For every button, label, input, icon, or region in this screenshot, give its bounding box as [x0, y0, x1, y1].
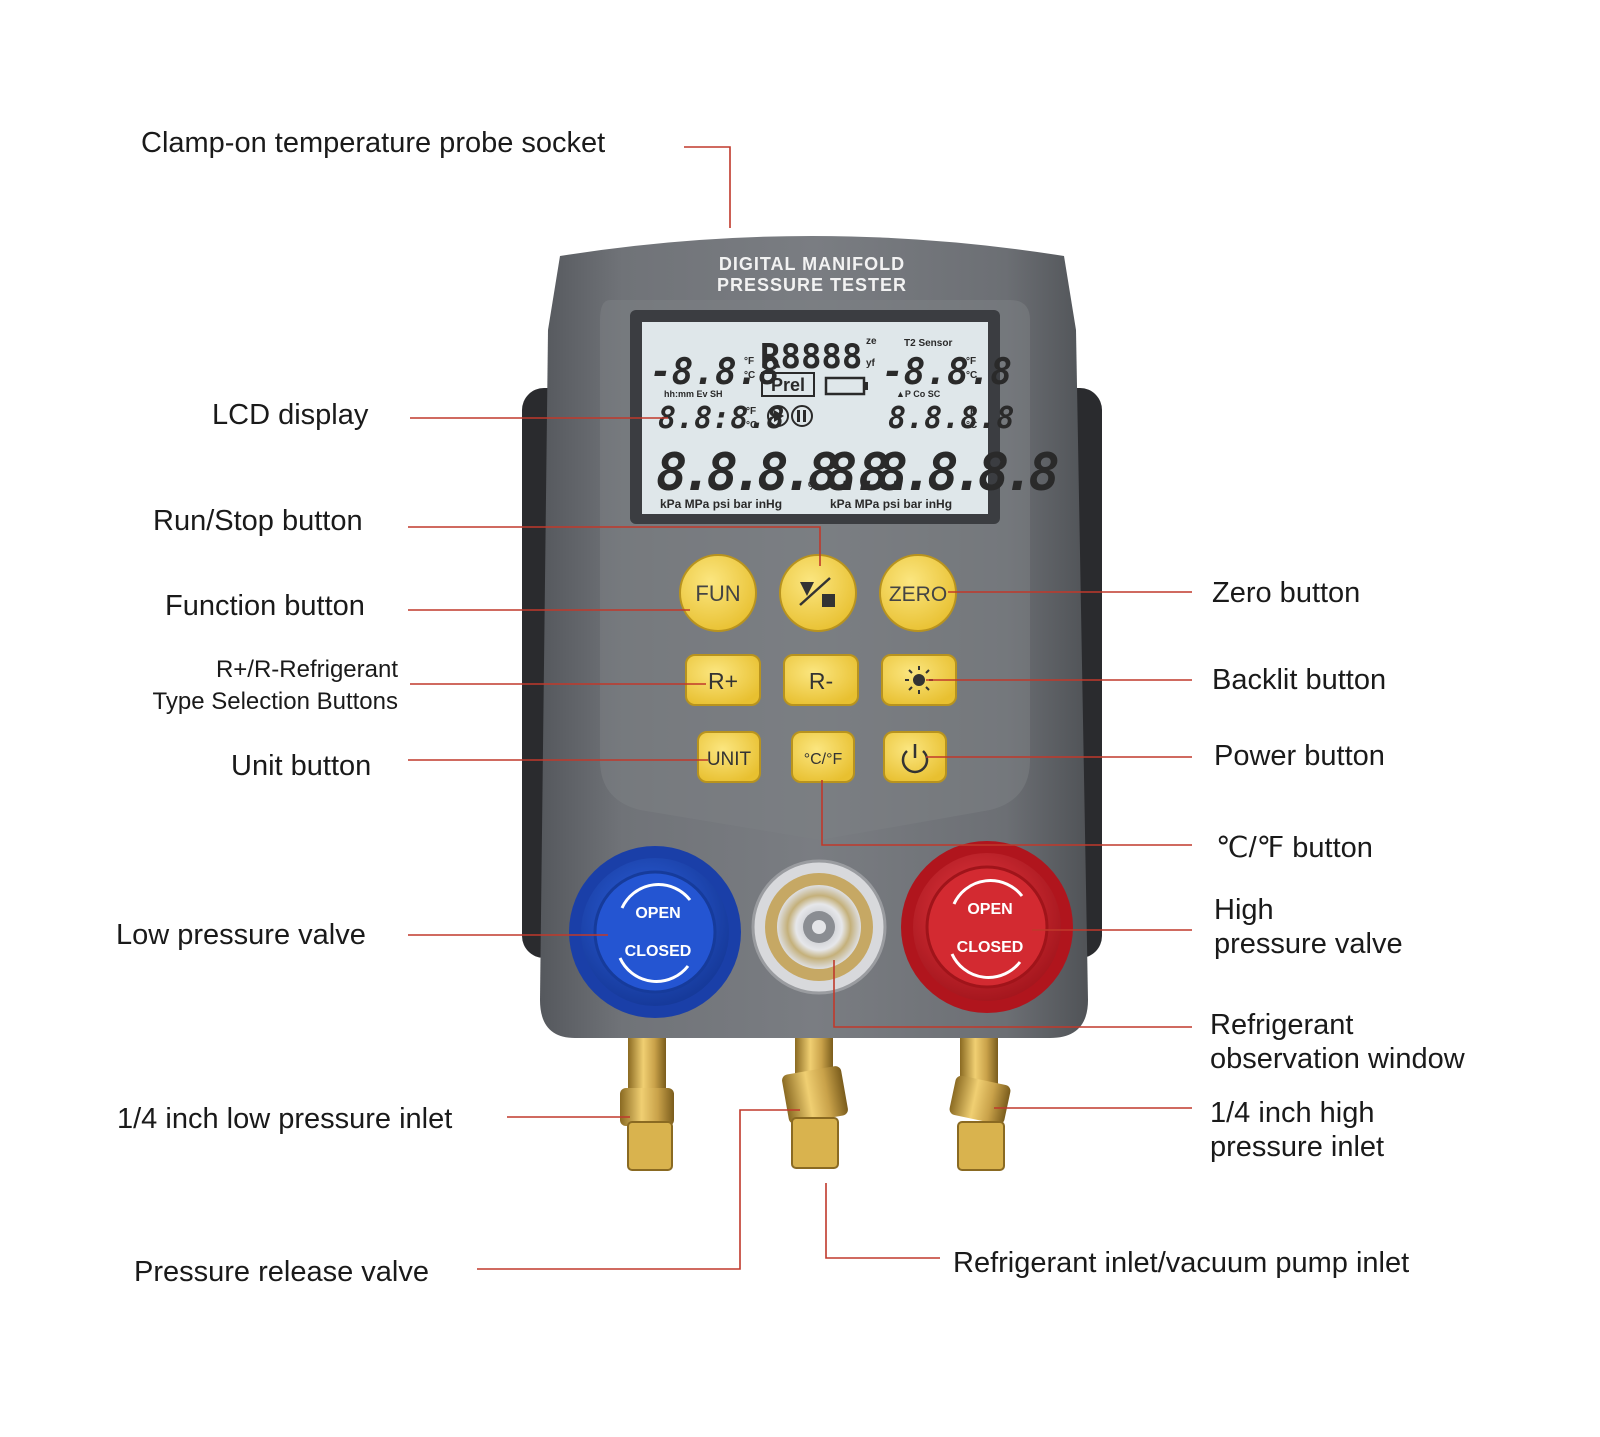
device-title-line1: DIGITAL MANIFOLD — [719, 254, 905, 274]
lcd-right-small-value: 8.8.8.8 — [888, 401, 1014, 436]
lcd-unit-c-2: °C — [966, 370, 977, 381]
label-backlit-button: Backlit button — [1212, 664, 1387, 696]
fun-button-label: FUN — [695, 581, 740, 606]
r-minus-button[interactable]: R- — [783, 654, 859, 706]
high-valve-closed-arrow-icon — [950, 953, 1022, 979]
cf-button-label: °C/°F — [804, 751, 843, 768]
r-minus-button-label: R- — [809, 668, 833, 694]
lcd-right-small-caption: ▲P Co SC — [896, 389, 941, 399]
leader-run-stop — [408, 526, 821, 566]
label-high-inlet: 1/4 inch high pressure inlet — [1210, 1097, 1385, 1163]
unit-button[interactable]: UNIT — [697, 731, 761, 783]
lcd-screen — [642, 322, 988, 514]
zero-button[interactable]: ZERO — [879, 554, 957, 632]
label-low-inlet: 1/4 inch low pressure inlet — [117, 1103, 453, 1135]
label-release-valve: Pressure release valve — [134, 1256, 429, 1288]
battery-icon — [824, 376, 868, 396]
label-unit-button: Unit button — [231, 750, 372, 782]
label-refrigerant-select: R+/R-Refrigerant Type Selection Buttons — [152, 656, 398, 715]
label-run-stop: Run/Stop button — [153, 505, 363, 537]
lcd-unit-c-4: °C — [966, 420, 977, 431]
label-power-button: Power button — [1214, 740, 1385, 772]
lcd-percent: % — [808, 479, 819, 493]
run-stop-icon — [799, 577, 835, 607]
low-valve-closed-label: CLOSED — [625, 943, 692, 960]
low-valve-open-label: OPEN — [635, 905, 680, 922]
lcd-unit-f-2: °F — [966, 356, 976, 367]
fun-button[interactable]: FUN — [679, 554, 757, 632]
lcd-unit-f-1: °F — [744, 356, 754, 367]
leader-cf — [821, 780, 1192, 846]
lcd-prel: Prel — [771, 375, 805, 395]
lcd-left-small-caption: hh:mm Ev SH — [664, 389, 723, 399]
lcd-prel-box — [761, 372, 815, 397]
lcd-top-right-temp: -8.8.8 — [882, 352, 1012, 393]
label-high-valve: High pressure valve — [1214, 894, 1403, 960]
low-valve-closed-arrow-icon — [618, 957, 690, 983]
lcd-unit-f-4: °F — [966, 406, 976, 417]
lcd-unit-f-3: °F — [746, 406, 756, 417]
lcd-unit-c-3: °C — [746, 420, 757, 431]
run-stop-button[interactable] — [779, 554, 857, 632]
low-valve-open-arrow-icon — [620, 883, 692, 909]
r-plus-button-label: R+ — [708, 668, 738, 694]
zero-button-label: ZERO — [889, 583, 947, 606]
lcd-t2-sensor: T2 Sensor — [904, 338, 952, 349]
cf-button[interactable]: °C/°F — [791, 731, 855, 783]
label-observation-window: Refrigerant observation window — [1210, 1009, 1465, 1075]
play-pause-icon — [767, 405, 813, 427]
label-zero-button: Zero button — [1212, 577, 1361, 609]
lcd-top-left-temp: -8.8.8 — [650, 352, 780, 393]
leader-lines — [408, 146, 1192, 1270]
r-plus-button[interactable]: R+ — [685, 654, 761, 706]
leader-clamp-probe — [684, 146, 731, 228]
label-clamp-probe: Clamp-on temperature probe socket — [141, 127, 606, 159]
high-pressure-inlet-fitting — [949, 1035, 1011, 1171]
low-pressure-valve-knob[interactable]: OPEN CLOSED — [569, 846, 741, 1018]
device-title-line2: PRESSURE TESTER — [717, 275, 907, 295]
leader-vacuum-inlet — [825, 1183, 940, 1259]
unit-button-label: UNIT — [707, 749, 752, 770]
lcd-refrigerant-code: R8888 — [760, 337, 862, 377]
high-valve-open-label: OPEN — [967, 901, 1012, 918]
lcd-ze: ze — [866, 336, 877, 347]
leader-release-valve — [477, 1109, 800, 1270]
lcd-left-units: kPa MPa psi bar inHg — [660, 497, 782, 511]
low-pressure-inlet-fitting — [620, 1035, 674, 1171]
lcd-unit-c-1: °C — [744, 370, 755, 381]
label-low-valve: Low pressure valve — [116, 919, 366, 951]
label-vacuum-inlet: Refrigerant inlet/vacuum pump inlet — [953, 1247, 1410, 1279]
lcd-right-units: kPa MPa psi bar inHg — [830, 497, 952, 511]
lcd-right-pressure: 8.8.8.8.8 — [826, 443, 1057, 503]
center-inlet-fitting — [782, 1035, 848, 1169]
lcd-left-pressure: 8.8.8.8.8. — [656, 443, 909, 503]
label-cf-button: ℃/℉ button — [1216, 832, 1373, 864]
backlit-button[interactable] — [881, 654, 957, 706]
label-lcd-display: LCD display — [212, 399, 369, 431]
refrigerant-observation-window — [751, 859, 887, 995]
high-valve-closed-label: CLOSED — [957, 939, 1024, 956]
label-function: Function button — [165, 590, 365, 622]
leader-observation — [833, 960, 1192, 1028]
lcd-yf: yf — [866, 358, 876, 369]
high-valve-open-arrow-icon — [952, 879, 1024, 905]
high-pressure-valve-knob[interactable]: OPEN CLOSED — [901, 841, 1073, 1013]
lcd-left-small-value: 8.8:8.8 — [658, 401, 784, 436]
